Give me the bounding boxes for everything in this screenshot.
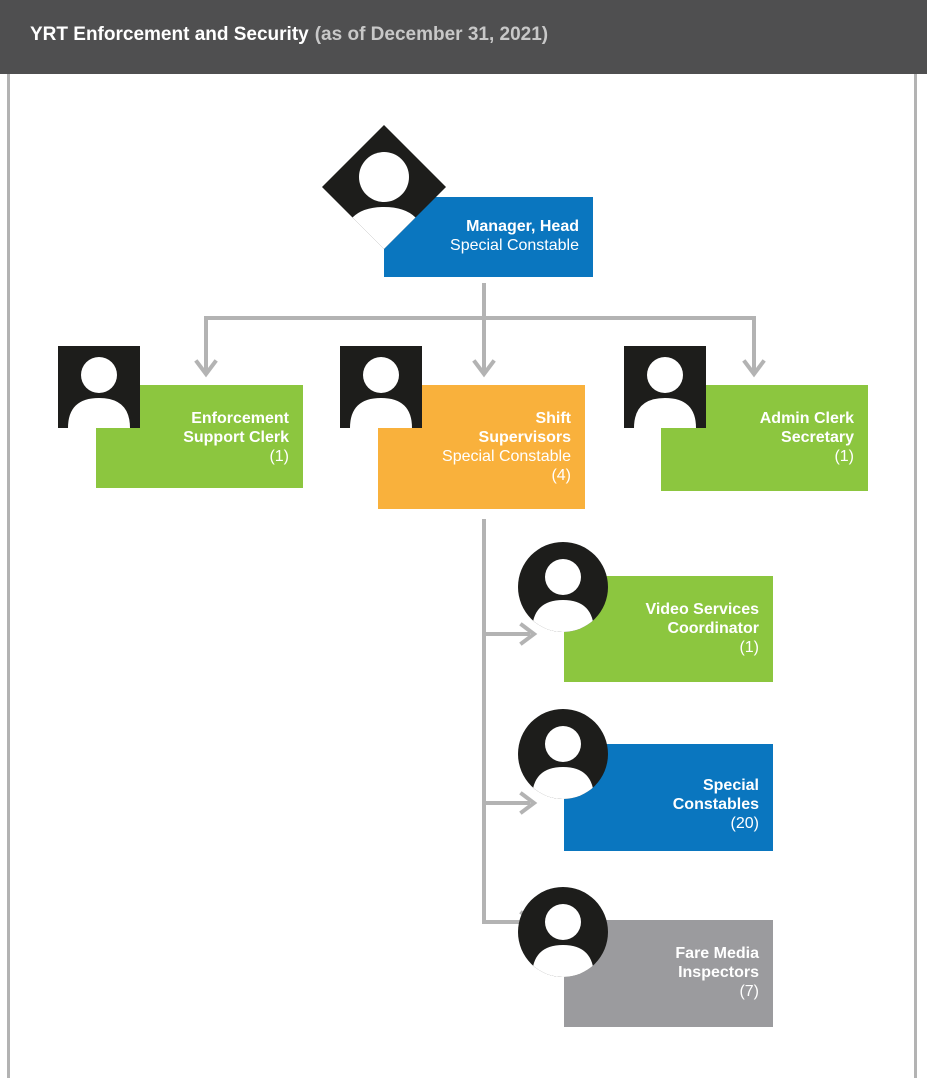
shift-subtitle: Special Constable [442,448,571,465]
person-icon [340,346,422,428]
shift-count: (4) [551,467,571,484]
video-title-1: Video Services [645,601,759,618]
enforcement-title-1: Enforcement [191,410,289,427]
enforcement-title-2: Support Clerk [183,429,289,446]
arrow-shift [472,359,496,378]
person-icon [624,346,706,428]
manager-subtitle: Special Constable [450,237,579,254]
manager-title: Manager, Head [466,218,579,235]
frame-right-border [914,74,917,1078]
admin-title-2: Secretary [781,429,854,446]
admin-title-1: Admin Clerk [759,410,854,427]
video-title-2: Coordinator [667,620,759,637]
title-date: (as of December 31, 2021) [314,24,549,45]
page-title: YRT Enforcement and Security(as of Decem… [30,24,548,46]
constables-count: (20) [730,815,759,832]
shift-title-1: Shift [535,410,571,427]
fare-title-2: Inspectors [678,964,759,981]
frame-left-border [7,74,10,1078]
arrow-enforcement [194,359,218,378]
header-bar: YRT Enforcement and Security(as of Decem… [0,0,927,74]
fare-title-1: Fare Media [675,945,759,962]
person-diamond-icon [322,125,446,249]
arrow-video [519,622,538,646]
enforcement-count: (1) [269,448,289,465]
constables-title-1: Special [702,777,759,794]
fare-count: (7) [739,983,759,1000]
constables-title-2: Constables [672,796,759,813]
title-text: YRT Enforcement and Security [30,24,309,45]
video-count: (1) [739,639,759,656]
shift-title-2: Supervisors [478,429,571,446]
person-circle-icon [518,542,608,632]
person-icon [58,346,140,428]
admin-count: (1) [834,448,854,465]
person-circle-icon [518,709,608,799]
arrow-constables [519,791,538,815]
arrow-admin [742,359,766,378]
person-circle-icon [518,887,608,977]
